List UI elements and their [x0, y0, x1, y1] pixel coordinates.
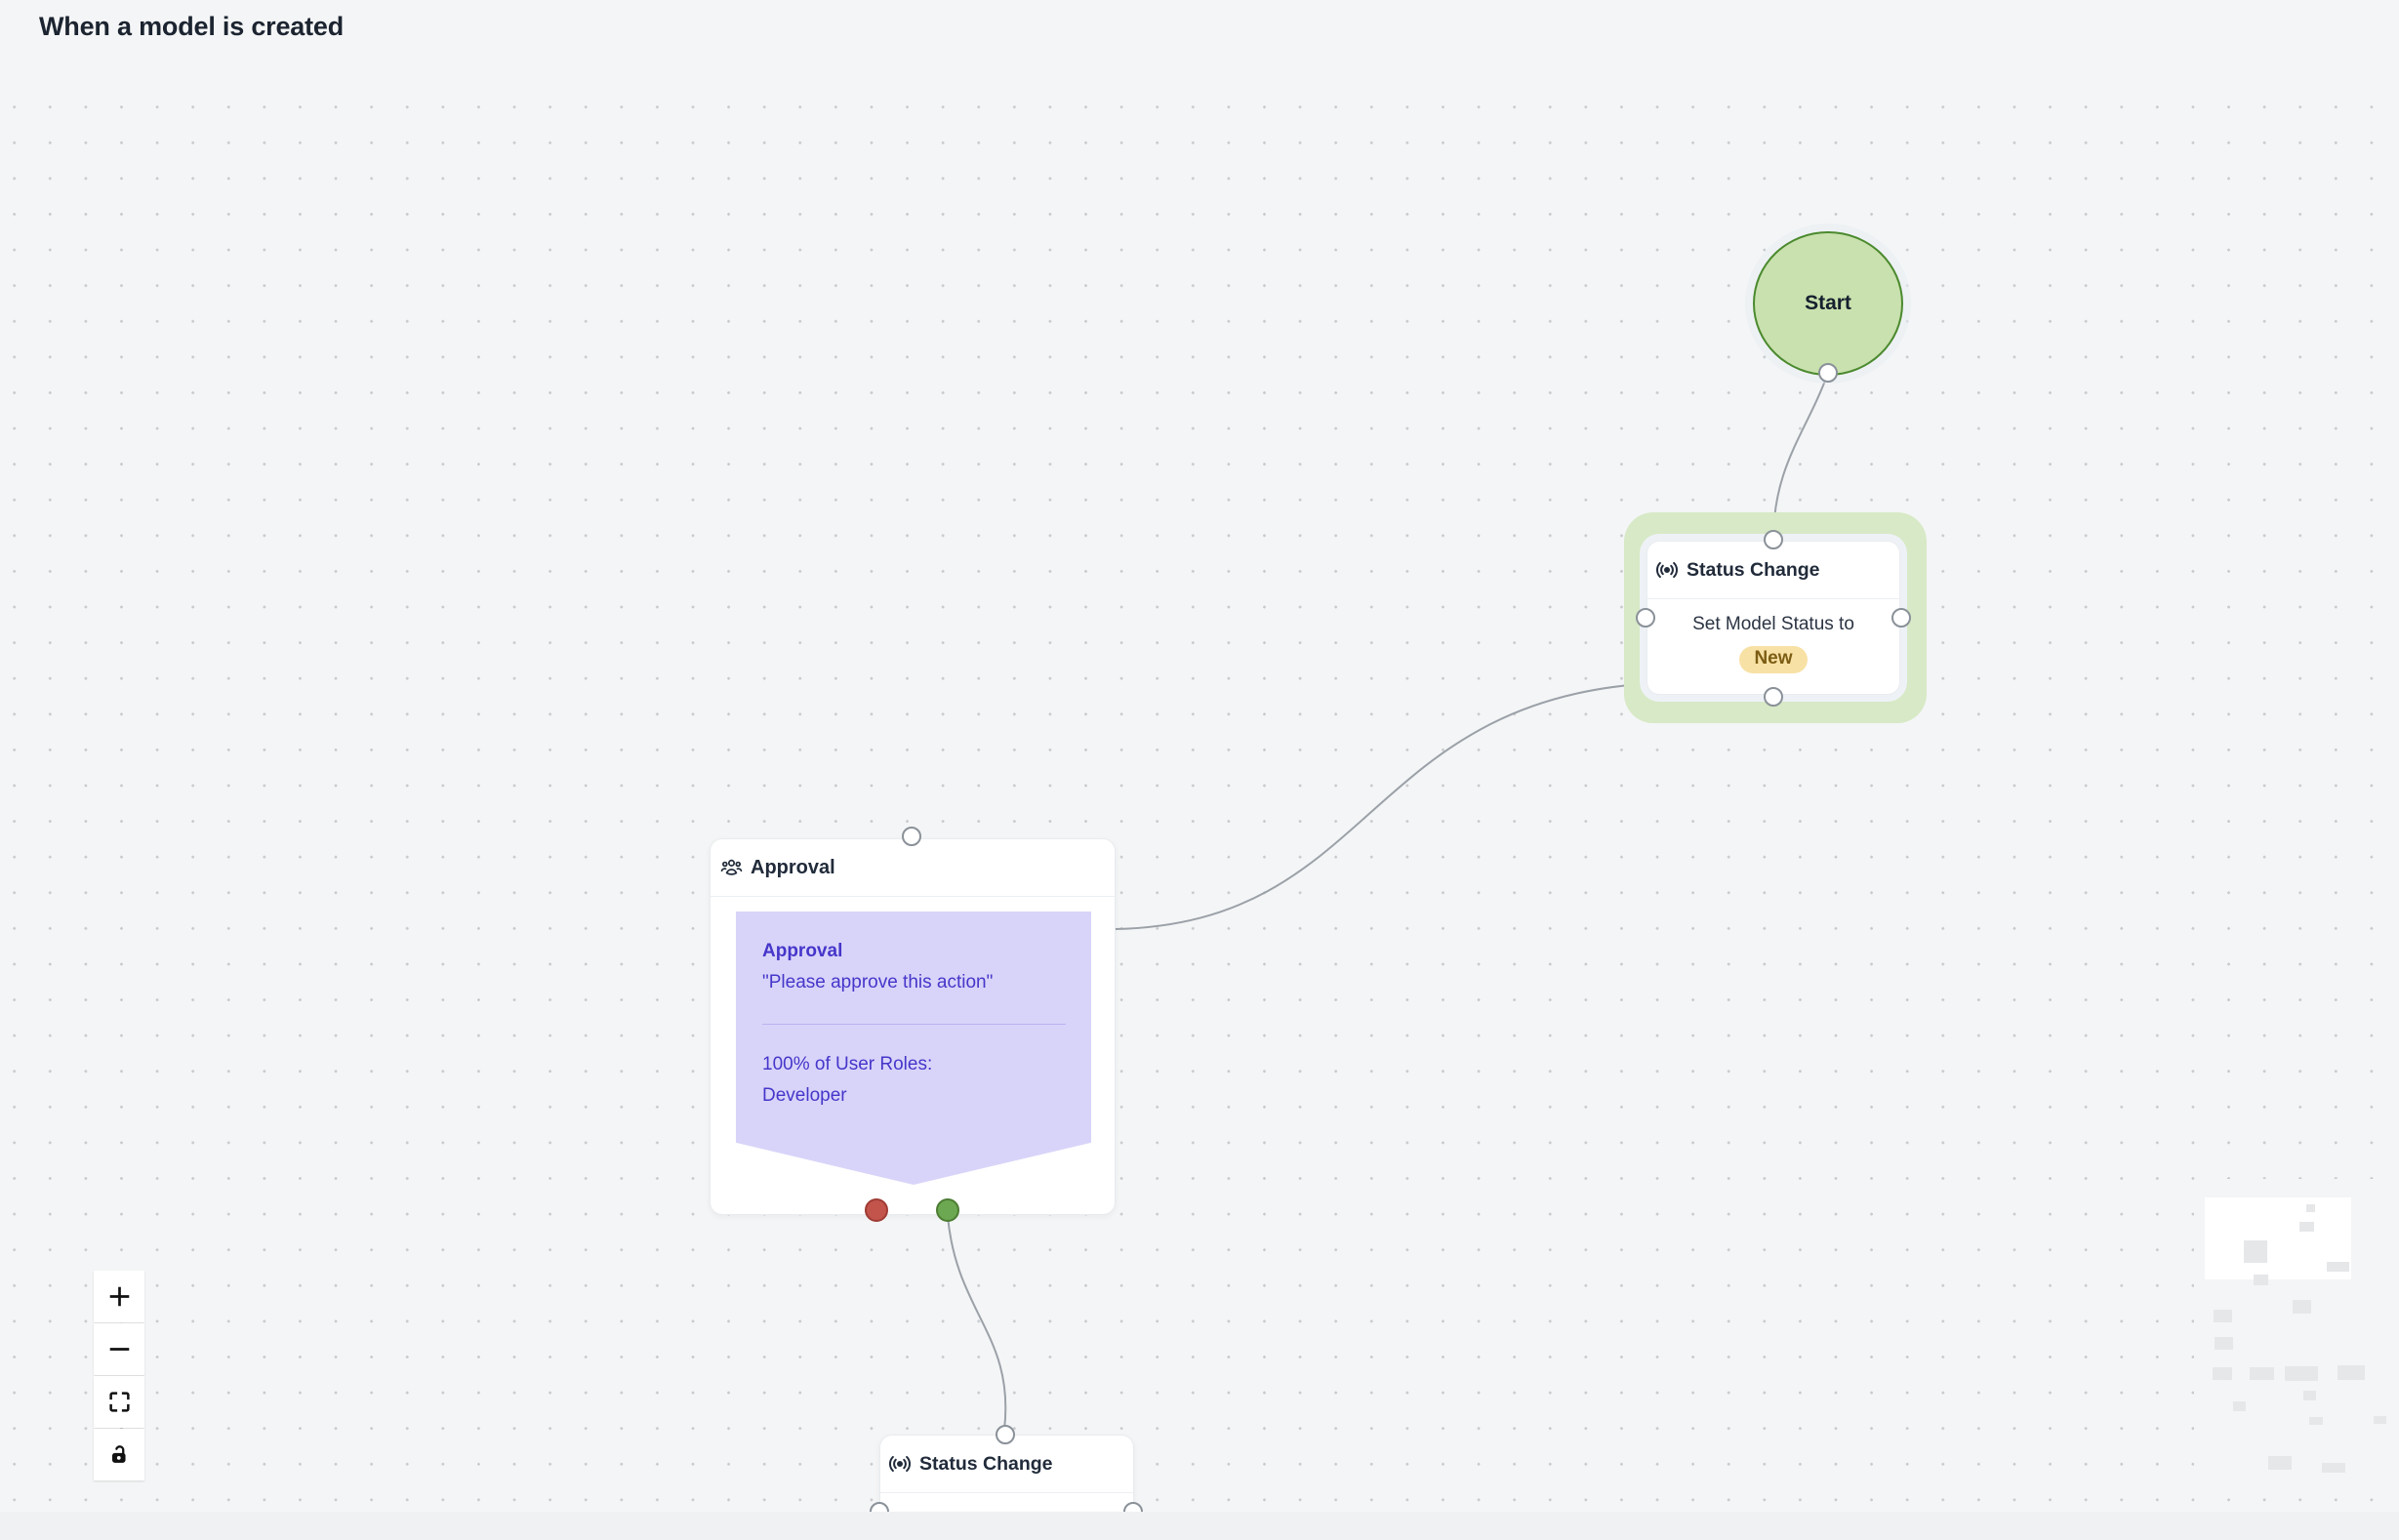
approval-detail-panel: Approval "Please approve this action" 10… — [736, 912, 1091, 1185]
user-group-icon — [720, 857, 743, 879]
handle-approval-top[interactable] — [902, 827, 921, 846]
approval-role: Developer — [762, 1085, 847, 1106]
fit-view-button[interactable] — [94, 1376, 144, 1428]
node-start[interactable]: Start — [1753, 231, 1903, 376]
canvas-controls — [94, 1271, 144, 1480]
zoom-out-button[interactable] — [94, 1323, 144, 1375]
approval-quote: "Please approve this action" — [762, 972, 994, 993]
fit-view-icon — [107, 1390, 132, 1414]
approval-criteria: 100% of User Roles: — [762, 1054, 933, 1074]
radio-waves-icon — [888, 1452, 912, 1476]
node-body-text: Set Model Status to — [1692, 614, 1854, 634]
handle-start-bottom[interactable] — [1818, 363, 1838, 383]
page-title: When a model is created — [39, 12, 344, 41]
start-label: Start — [1805, 292, 1851, 314]
canvas-grid[interactable] — [0, 105, 2399, 1512]
edge-approval-approved-to-status-change[interactable] — [947, 1215, 1007, 1431]
node-approval[interactable]: Approval Approval "Please approve this a… — [710, 838, 1116, 1215]
approval-panel-heading: Approval — [762, 941, 843, 961]
unlock-icon — [107, 1442, 132, 1467]
handle-status-change-bottom[interactable] — [1764, 687, 1783, 707]
node-status-change-new[interactable]: Status Change Set Model Status to New — [1647, 541, 1900, 695]
edge-status-change-to-approval[interactable] — [1115, 681, 1689, 930]
handle-status-change-right[interactable] — [1891, 608, 1911, 628]
node-title: Approval — [751, 856, 835, 878]
zoom-in-button[interactable] — [94, 1271, 144, 1322]
panel-divider — [762, 1024, 1066, 1025]
node-title: Status Change — [919, 1452, 1053, 1475]
minus-icon — [106, 1336, 133, 1362]
radio-waves-icon — [1655, 558, 1679, 582]
handle-approval-approved[interactable] — [936, 1198, 959, 1222]
lock-button[interactable] — [94, 1429, 144, 1480]
handle-status-change-bottom-top[interactable] — [996, 1425, 1015, 1444]
handle-status-change-left[interactable] — [1636, 608, 1655, 628]
handle-status-change-top[interactable] — [1764, 530, 1783, 549]
status-badge: New — [1739, 646, 1808, 673]
node-title: Status Change — [1687, 558, 1820, 581]
plus-icon — [106, 1283, 133, 1310]
canvas-bottom-edge — [0, 1512, 2399, 1540]
handle-approval-rejected[interactable] — [865, 1198, 888, 1222]
